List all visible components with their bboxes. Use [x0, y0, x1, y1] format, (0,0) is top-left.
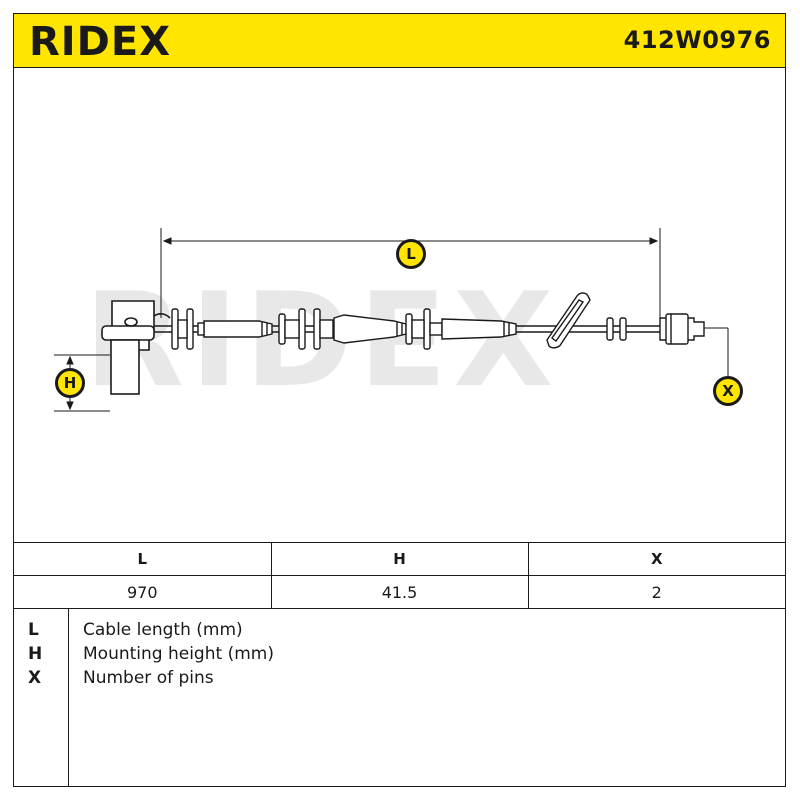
header-height: H — [270, 542, 529, 576]
dimensions-table: L H X 970 41.5 2 — [14, 542, 785, 609]
value-length: 970 — [14, 575, 272, 609]
legend-row: L Cable length (mm) — [14, 620, 714, 644]
dimensions-header-row: L H X — [14, 542, 785, 576]
callout-height: H — [55, 368, 85, 398]
callout-length: L — [396, 239, 426, 269]
legend-description: Number of pins — [83, 668, 214, 688]
watermark: RIDEX — [84, 264, 559, 416]
legend-divider — [68, 608, 69, 786]
cable — [154, 292, 705, 350]
header-bar: RIDEX 412W0976 — [14, 14, 785, 68]
legend: L Cable length (mm) H Mounting height (m… — [14, 608, 785, 786]
legend-key: L — [28, 620, 39, 640]
header-pins: X — [527, 542, 785, 576]
legend-row: H Mounting height (mm) — [14, 644, 714, 668]
part-number: 412W0976 — [623, 26, 771, 54]
header-length: L — [14, 542, 272, 576]
logo-text: RIDEX — [29, 22, 171, 60]
value-pins: 2 — [527, 575, 785, 609]
sensor-head — [101, 300, 171, 395]
legend-key: H — [28, 644, 43, 664]
legend-row: X Number of pins — [14, 668, 714, 692]
callout-pins: X — [713, 376, 743, 406]
technical-drawing: RIDEX — [14, 68, 785, 542]
dimensions-value-row: 970 41.5 2 — [14, 575, 785, 609]
product-sheet: RIDEX 412W0976 RIDEX — [13, 13, 786, 787]
sensor-drawing: RIDEX — [54, 228, 729, 416]
value-height: 41.5 — [270, 575, 529, 609]
pins-leader — [704, 327, 729, 376]
legend-key: X — [28, 668, 42, 688]
legend-description: Mounting height (mm) — [83, 644, 274, 664]
ridex-logo: RIDEX — [29, 22, 171, 60]
legend-description: Cable length (mm) — [83, 620, 243, 640]
